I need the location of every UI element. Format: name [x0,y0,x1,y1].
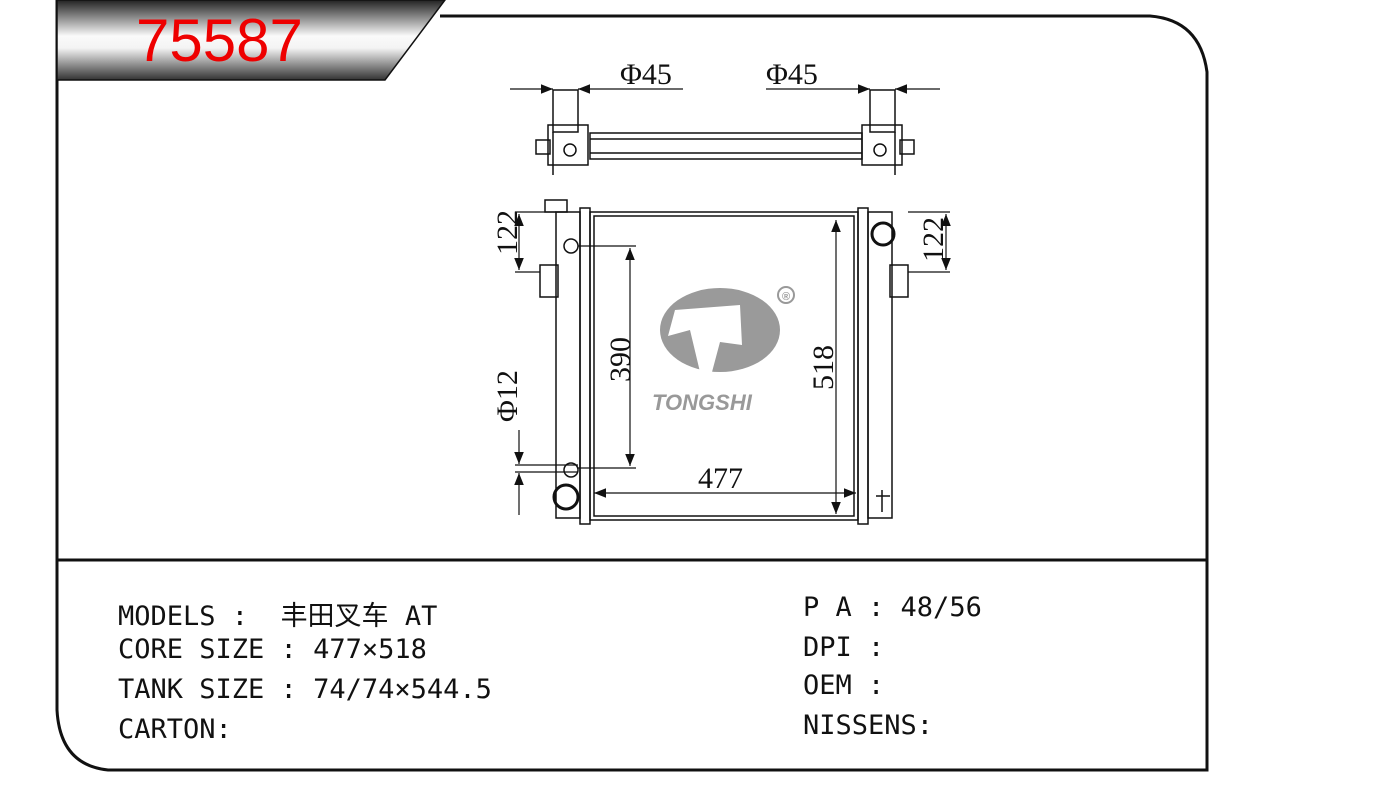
spec-label: OEM : [803,670,885,701]
spec-tank-size: TANK SIZE : 74/74×544.5 [118,674,492,705]
spec-value: 74/74×544.5 [313,674,492,705]
spec-dpi: DPI : [803,632,884,663]
core-width-label: 477 [698,462,743,495]
spec-pa: P A : 48/56 [803,592,982,623]
tongshi-logo: ® TONGSHI [652,286,795,415]
part-number-banner [56,0,446,81]
spec-value: 丰田叉车 AT [280,601,438,632]
sheet-frame [55,0,1209,772]
spec-models: MODELS : 丰田叉车 AT [118,594,437,633]
spec-label: DPI : [803,632,885,663]
part-number: 75587 [136,7,303,74]
right-offset-label: 122 [917,217,950,262]
radiator-front-view [539,199,909,525]
spec-carton: CARTON: [118,714,232,745]
spec-label: NISSENS: [803,710,934,741]
spec-core-size: CORE SIZE : 477×518 [118,634,427,665]
registered-mark: ® [782,291,790,303]
mount-spacing-label: 390 [604,337,637,382]
spec-label: MODELS : [118,601,249,632]
brand-name: TONGSHI [652,390,753,415]
spec-value: 48/56 [900,592,982,623]
spec-label: CORE SIZE : [118,634,297,665]
spec-label: TANK SIZE : [118,674,297,705]
spec-value: 477×518 [313,634,427,665]
inlet-diameter-label: Φ45 [620,58,672,91]
radiator-top-view [535,89,915,175]
spec-nissens: NISSENS: [803,710,933,741]
spec-label: CARTON: [118,714,232,745]
front-dimension-lines [514,211,951,515]
spec-label: P A : [803,592,885,623]
spec-oem: OEM : [803,670,884,701]
core-height-label: 518 [807,345,840,390]
left-offset-label: 122 [491,210,524,255]
bolt-diameter-label: Φ12 [491,370,524,422]
outlet-diameter-label: Φ45 [766,58,818,91]
